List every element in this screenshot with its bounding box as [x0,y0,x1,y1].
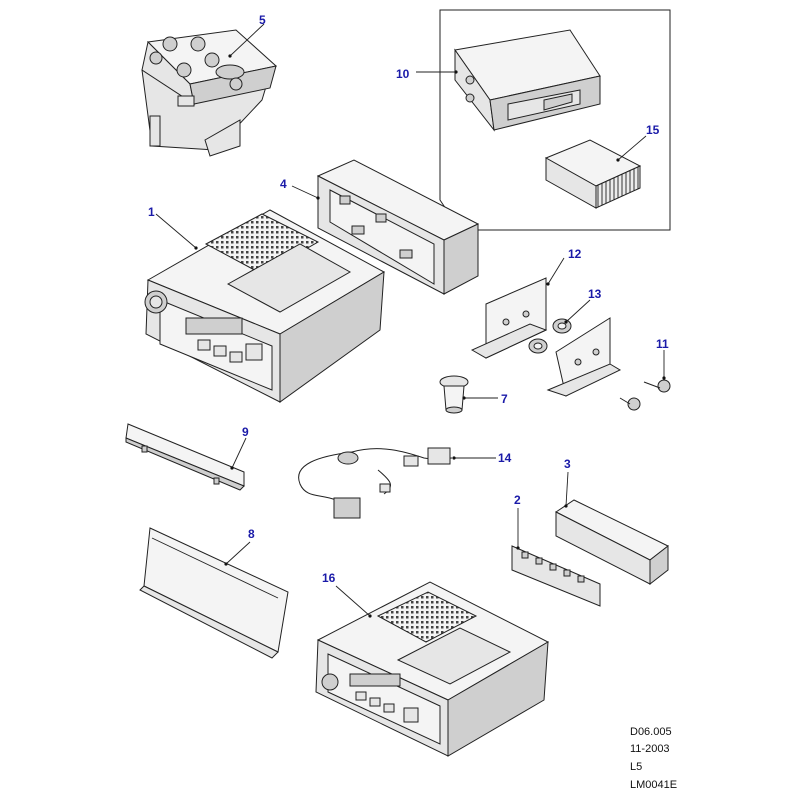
callout-4: 4 [280,177,287,191]
footer-section-code: D06.005 [630,726,672,738]
part-5-switch-pack [141,29,278,157]
callout-9: 9 [242,425,249,439]
part-1-radio-unit [144,209,386,403]
callout-15: 15 [646,123,660,137]
callout-10: 10 [396,67,410,81]
callout-16: 16 [322,571,336,585]
footer-reference: D06.005 11-2003 L5 LM0041E [630,726,677,791]
part-13-bush-bracket [528,317,622,397]
footer-illustration-id: LM0041E [630,779,677,791]
part-10-cd-changer [439,9,671,231]
part-2-button-strip [511,545,601,607]
footer-date: 11-2003 [630,743,670,755]
part-8-trim-panel [139,527,289,659]
part-11-screws [619,379,671,411]
leader-lines [155,23,666,618]
callout-3: 3 [564,457,571,471]
part-3-fascia-pad [555,499,669,586]
part-15-cd-magazine [544,139,642,209]
callout-13: 13 [588,287,602,301]
callouts: 5 10 15 4 1 12 13 11 7 9 14 3 2 8 16 [148,13,669,585]
callout-2: 2 [514,493,521,507]
part-4-mounting-sleeve [316,159,480,295]
callout-11: 11 [656,337,669,351]
callout-5: 5 [259,13,266,27]
part-7-plug [439,375,469,414]
callout-1: 1 [148,205,155,219]
callout-12: 12 [568,247,582,261]
callout-14: 14 [498,451,512,465]
part-16-radio-unit [315,581,550,757]
callout-8: 8 [248,527,255,541]
part-12-bracket-plate [470,277,548,359]
part-14-harness [298,447,453,519]
part-9-trim-strip [125,423,245,491]
footer-model-code: L5 [630,761,642,773]
callout-7: 7 [501,392,508,406]
